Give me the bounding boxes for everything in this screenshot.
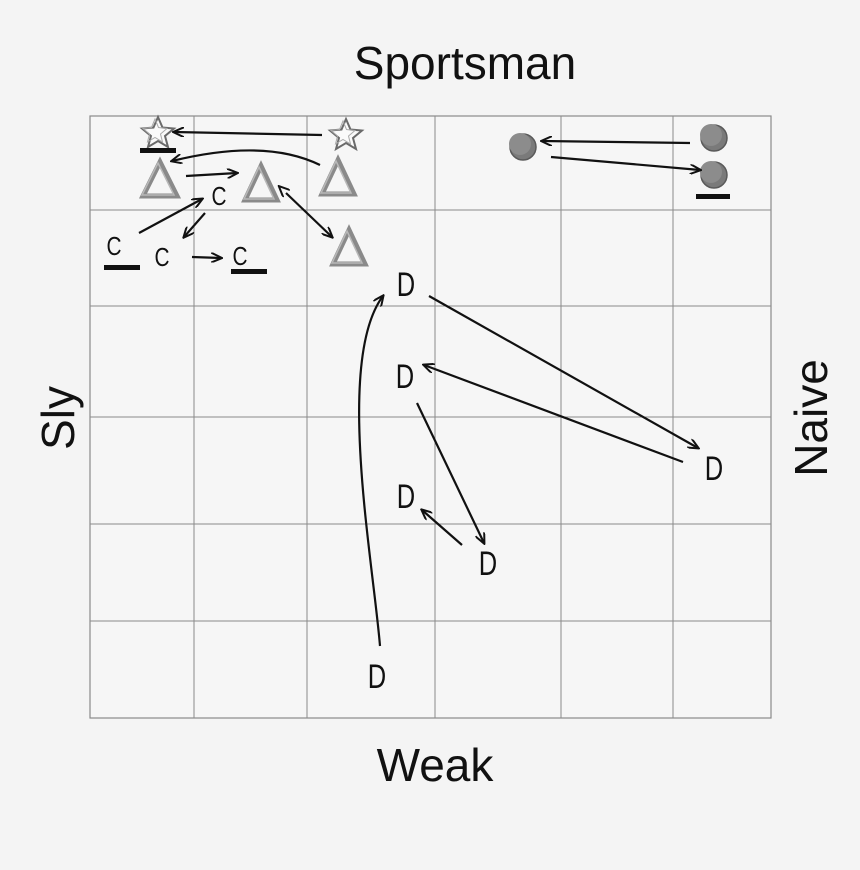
arrow [422,510,463,546]
arrow [428,295,698,448]
letter-marker-c: C [106,232,121,261]
letter-marker-d: D [479,546,497,583]
letter-marker-d: D [396,359,414,396]
star-marker [327,116,365,152]
grid [89,115,772,719]
arrow [191,257,221,258]
letter-marker-c: C [211,182,226,211]
letter-marker-d: D [705,451,723,488]
letter-marker-d: D [368,659,386,696]
arrow [416,402,484,543]
triangle-marker [241,160,281,203]
marker-underline [104,265,140,270]
axis-label-bottom: Weak [376,739,494,791]
letter-marker-d: D [397,267,415,304]
letter-marker-c: C [232,242,247,271]
circle-marker-underlined [696,161,730,199]
arrow [172,149,321,166]
arrow [550,155,700,170]
arrow [185,173,237,176]
axis-label-top: Sportsman [353,37,577,89]
letter-marker-d: D [397,479,415,516]
arrow [358,296,383,647]
circle-marker [509,133,537,161]
arrow [138,199,202,234]
triangle-marker [329,224,369,267]
arrow [184,212,206,237]
triangle-marker [138,156,182,199]
circle-marker [700,124,728,152]
marker-underline [231,269,267,274]
arrow [424,365,684,464]
triangle-marker [318,154,358,197]
arrow-bidirectional [286,193,332,237]
letter-marker-c: C [154,243,169,272]
arrow [174,132,323,135]
arrow [542,141,691,143]
star-marker-underlined [139,114,177,153]
